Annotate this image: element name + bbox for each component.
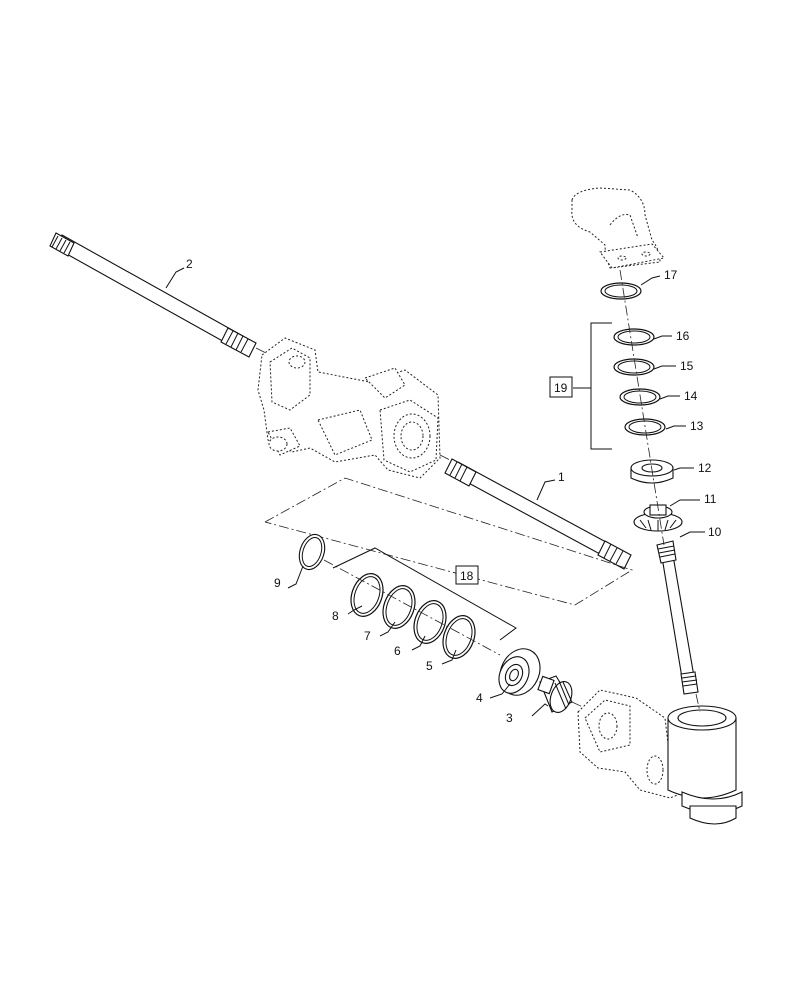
callout-4: 4 [476,691,483,705]
snap-ring-icon [619,388,661,406]
axle-shaft-icon [656,540,699,695]
callout-6: 6 [394,644,401,658]
snap-ring-icon [442,615,476,659]
kit-18-bracket [332,547,517,641]
callout-3: 3 [506,711,513,725]
callout-14: 14 [684,389,698,403]
axle-housing-icon [667,705,743,825]
callout-11: 11 [704,492,717,506]
snap-ring-icon [600,282,642,300]
snap-ring-icon [613,328,655,346]
callout-16: 16 [676,329,690,343]
kit-19-label: 19 [554,381,568,395]
axle-shaft-icon [49,232,257,358]
kit-19-bracket [590,322,612,450]
callout-8: 8 [332,609,339,623]
snap-ring-icon [298,533,326,571]
axle-housing-icon [571,187,665,269]
callout-17: 17 [664,268,678,282]
callout-10: 10 [708,525,722,539]
snap-ring-icon [613,358,655,376]
ball-bearing-icon [498,648,541,696]
snap-ring-icon [350,573,384,617]
kit-18-label: 18 [460,569,474,583]
callout-12: 12 [698,461,712,475]
callout-1: 1 [558,470,565,484]
axle-shaft-icon [444,458,632,570]
callout-9: 9 [274,576,281,590]
kit-19-box [549,376,573,398]
callout-5: 5 [426,659,433,673]
kit-18-box [455,565,479,585]
callout-15: 15 [680,359,694,373]
snap-ring-icon [624,418,666,436]
bevel-gear-icon [633,504,683,532]
callout-7: 7 [364,629,371,643]
axle-housing-icon [257,337,441,479]
bevel-gear-icon [537,675,573,713]
callout-2: 2 [186,257,193,271]
callout-13: 13 [690,419,704,433]
